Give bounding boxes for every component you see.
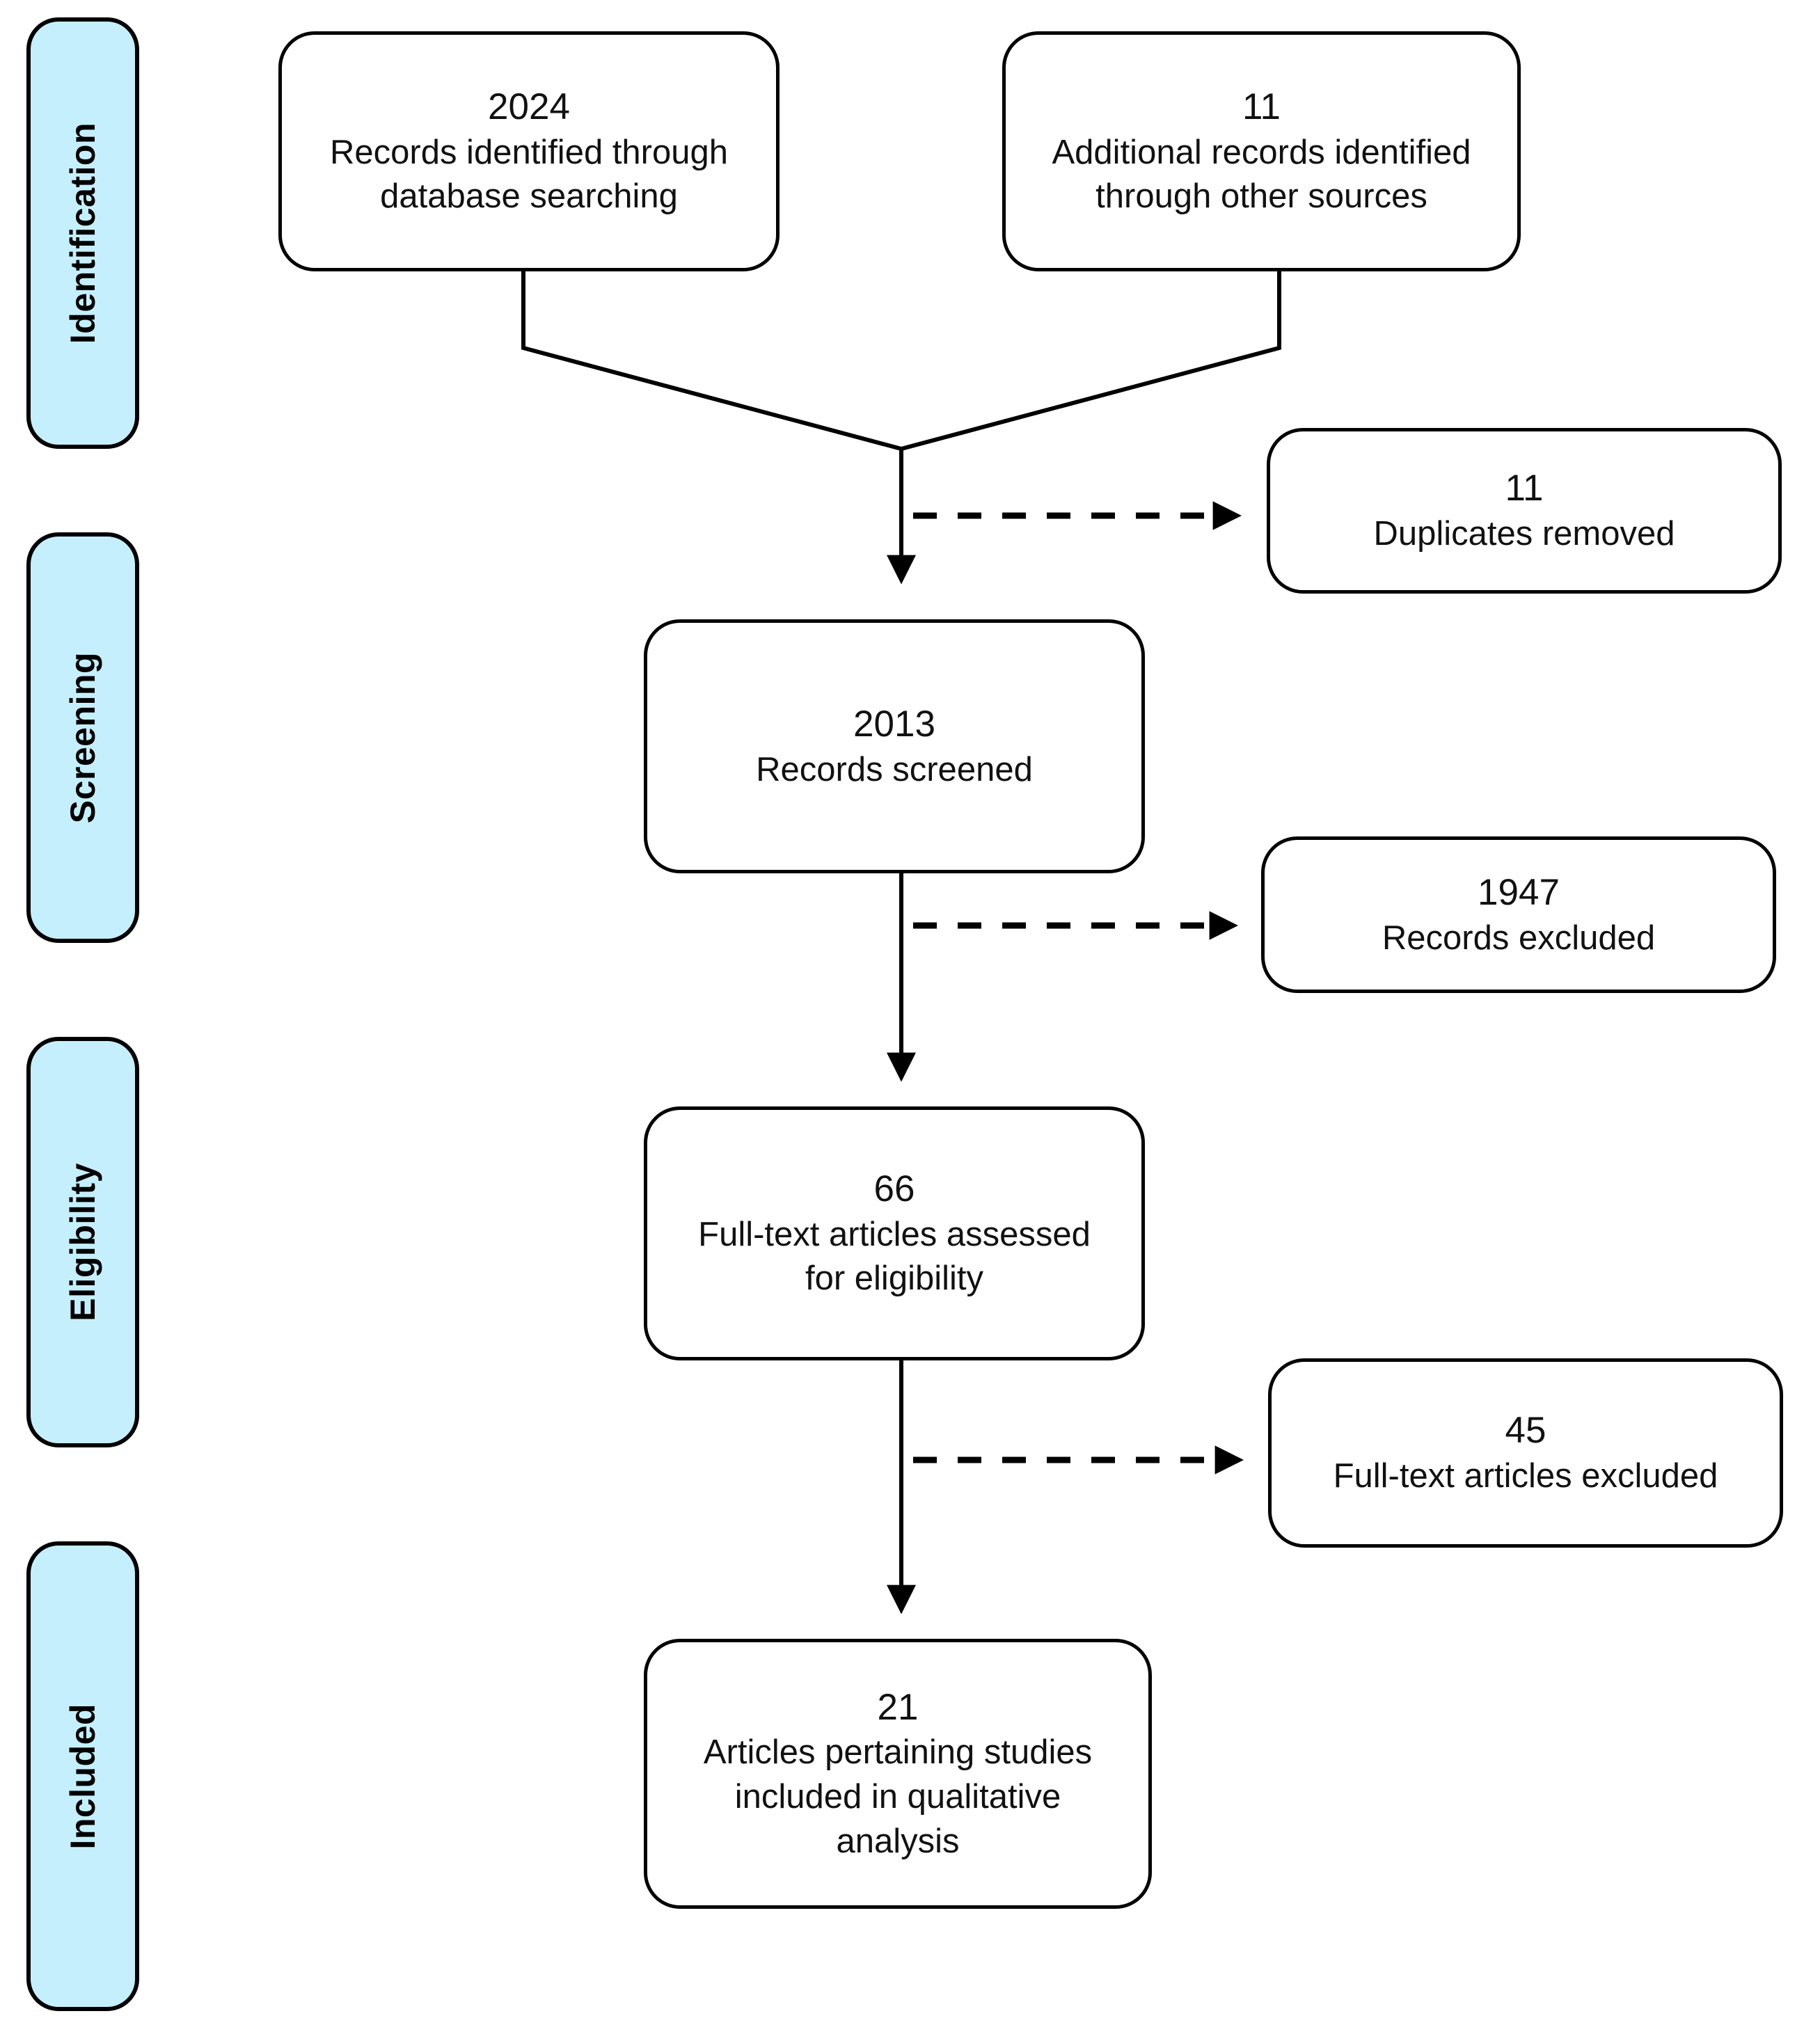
node-records-excluded-count: 1947 [1478, 871, 1560, 913]
node-fulltext-excluded: 45 Full-text articles excluded [1268, 1358, 1783, 1548]
stage-box-included: Included [26, 1541, 139, 2011]
stage-box-identification: Identification [26, 17, 139, 449]
node-other-records-line2: through other sources [1095, 177, 1427, 216]
node-duplicates-removed-line1: Duplicates removed [1373, 515, 1675, 553]
node-records-screened-line1: Records screened [756, 750, 1033, 788]
node-other-records: 11 Additional records identified through… [1002, 31, 1521, 271]
node-included-qualitative: 21 Articles pertaining studies included … [644, 1639, 1152, 1909]
stage-box-eligibility: Eligibility [26, 1037, 139, 1447]
node-database-records-line1: Records identified through [329, 133, 729, 171]
node-records-screened: 2013 Records screened [644, 619, 1145, 873]
node-fulltext-assessed-count: 66 [873, 1168, 915, 1209]
node-duplicates-removed-count: 11 [1505, 468, 1544, 509]
node-database-records-count: 2024 [488, 86, 570, 127]
node-database-records-line2: database searching [380, 177, 678, 216]
node-records-excluded: 1947 Records excluded [1261, 836, 1776, 993]
connector-other-to-junction [901, 270, 1281, 451]
stage-label-included: Included [63, 1703, 102, 1850]
node-records-screened-count: 2013 [853, 703, 935, 745]
node-included-qualitative-line2: included in qualitative [734, 1778, 1061, 1816]
node-fulltext-assessed-line2: for eligibility [805, 1260, 983, 1298]
node-fulltext-excluded-count: 45 [1505, 1410, 1546, 1452]
stage-box-screening: Screening [26, 532, 139, 943]
node-included-qualitative-line1: Articles pertaining studies [703, 1733, 1093, 1772]
node-other-records-line1: Additional records identified [1052, 133, 1471, 171]
node-included-qualitative-line3: analysis [836, 1822, 960, 1860]
stage-label-screening: Screening [63, 651, 102, 824]
node-included-qualitative-count: 21 [877, 1686, 919, 1728]
node-database-records: 2024 Records identified through database… [278, 31, 780, 271]
stage-label-identification: Identification [63, 122, 102, 344]
node-fulltext-assessed-line1: Full-text articles assessed [698, 1215, 1091, 1253]
node-fulltext-excluded-line1: Full-text articles excluded [1333, 1457, 1718, 1495]
node-fulltext-assessed: 66 Full-text articles assessed for eligi… [644, 1106, 1145, 1360]
node-duplicates-removed: 11 Duplicates removed [1267, 428, 1782, 594]
connector-database-to-junction [521, 270, 902, 451]
node-other-records-count: 11 [1242, 86, 1281, 127]
stage-label-eligibility: Eligibility [63, 1163, 102, 1321]
node-records-excluded-line1: Records excluded [1382, 919, 1656, 957]
